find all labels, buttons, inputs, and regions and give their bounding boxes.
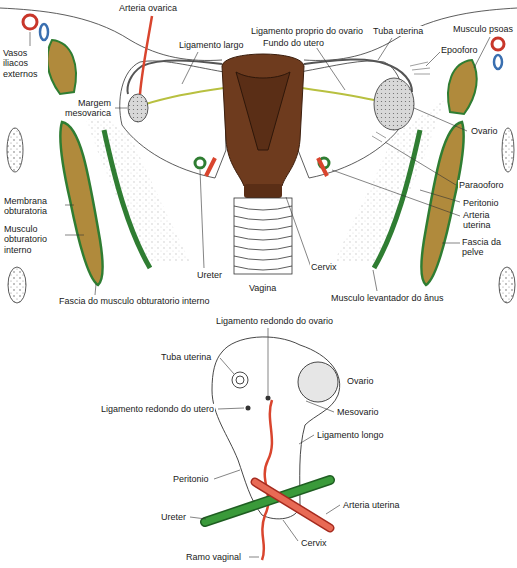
part-label: Tuba uterina bbox=[160, 352, 212, 362]
part-label: Tuba uterina bbox=[372, 26, 424, 36]
ureter bbox=[195, 158, 205, 168]
ovarian-ligament bbox=[146, 88, 224, 104]
uterine-artery bbox=[318, 158, 327, 176]
uterine-artery bbox=[255, 482, 330, 528]
part-label: Mesovario bbox=[336, 407, 380, 417]
part-label: Peritonio bbox=[462, 198, 500, 208]
part-label: Ligamento proprio do ovario bbox=[250, 26, 364, 36]
part-label: Fundo do utero bbox=[262, 38, 325, 48]
part-label: Ligamento redondo do utero bbox=[100, 404, 215, 414]
broad-ligament bbox=[120, 61, 226, 178]
part-label: Musculo psoas bbox=[452, 24, 514, 34]
ovary bbox=[298, 362, 338, 402]
ovary bbox=[374, 78, 414, 130]
part-label: Cervix bbox=[300, 538, 328, 548]
uterine-cavity bbox=[236, 72, 290, 150]
part-label: Membrana obturatoria bbox=[3, 196, 65, 217]
part-label: Ovario bbox=[470, 126, 499, 136]
levator-ani bbox=[104, 130, 150, 268]
part-label: Fascia da pelve bbox=[461, 237, 515, 258]
part-label: Arteria uterina bbox=[342, 500, 401, 510]
part-label: Ovario bbox=[346, 376, 375, 386]
part-label: Musculo obturatorio interno bbox=[3, 224, 65, 255]
part-label: Arteria ovarica bbox=[118, 3, 178, 13]
part-label: Vagina bbox=[248, 283, 277, 293]
ovary bbox=[128, 94, 148, 122]
part-label: Epooforo bbox=[440, 45, 479, 55]
part-label: Ureter bbox=[196, 270, 223, 280]
obturator-muscle bbox=[60, 122, 102, 285]
part-label: Peritonio bbox=[172, 474, 210, 484]
part-label: Paraooforo bbox=[458, 180, 505, 190]
cervix bbox=[244, 184, 282, 198]
epoophoron bbox=[372, 62, 430, 142]
vagina bbox=[234, 198, 292, 274]
uterus bbox=[222, 54, 304, 186]
peritoneum-line bbox=[0, 8, 517, 60]
round-ligament bbox=[266, 396, 271, 401]
obturator-muscle bbox=[421, 122, 463, 285]
part-label: Vasos iliacos externos bbox=[2, 48, 48, 79]
leader-line bbox=[30, 32, 490, 557]
uterine-artery bbox=[262, 400, 272, 560]
part-label: Margem mesovarica bbox=[52, 98, 112, 119]
part-label: Ligamento longo bbox=[316, 430, 385, 440]
part-label: Ligamento largo bbox=[178, 40, 245, 50]
uterine-tube bbox=[236, 376, 244, 384]
uterine-artery bbox=[206, 158, 215, 176]
ovarian-ligament bbox=[302, 88, 374, 100]
part-label: Cervix bbox=[310, 262, 338, 272]
part-label: Fascia do musculo obturatorio interno bbox=[58, 296, 211, 306]
psoas-muscle bbox=[448, 60, 477, 114]
part-label: Ligamento redondo do ovario bbox=[215, 316, 334, 326]
ovarian-artery bbox=[140, 16, 152, 94]
part-label: Arteria uterina bbox=[462, 210, 514, 231]
part-label: Musculo levantador do ânus bbox=[330, 293, 445, 303]
uterine-tube bbox=[232, 372, 248, 388]
part-label: Ramo vaginal bbox=[185, 552, 242, 562]
part-label: Ureter bbox=[160, 512, 187, 522]
psoas-muscle bbox=[47, 40, 76, 94]
round-ligament bbox=[246, 406, 251, 411]
uterine-artery bbox=[255, 482, 330, 528]
